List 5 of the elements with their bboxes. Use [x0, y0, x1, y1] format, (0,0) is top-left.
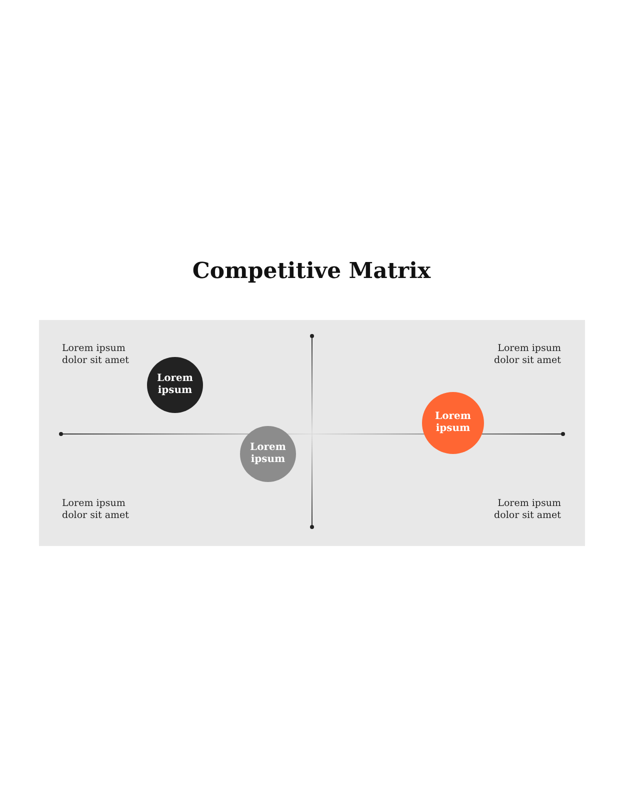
- title: Competitive Matrix: [191, 258, 432, 284]
- quadrant-label: Lorem ipsum dolor sit amet: [62, 498, 130, 522]
- quadrant-label: Lorem ipsum dolor sit amet: [493, 498, 561, 522]
- quadrant-label: Lorem ipsum dolor sit amet: [493, 343, 561, 367]
- quadrant-label: Lorem ipsum dolor sit amet: [62, 343, 130, 367]
